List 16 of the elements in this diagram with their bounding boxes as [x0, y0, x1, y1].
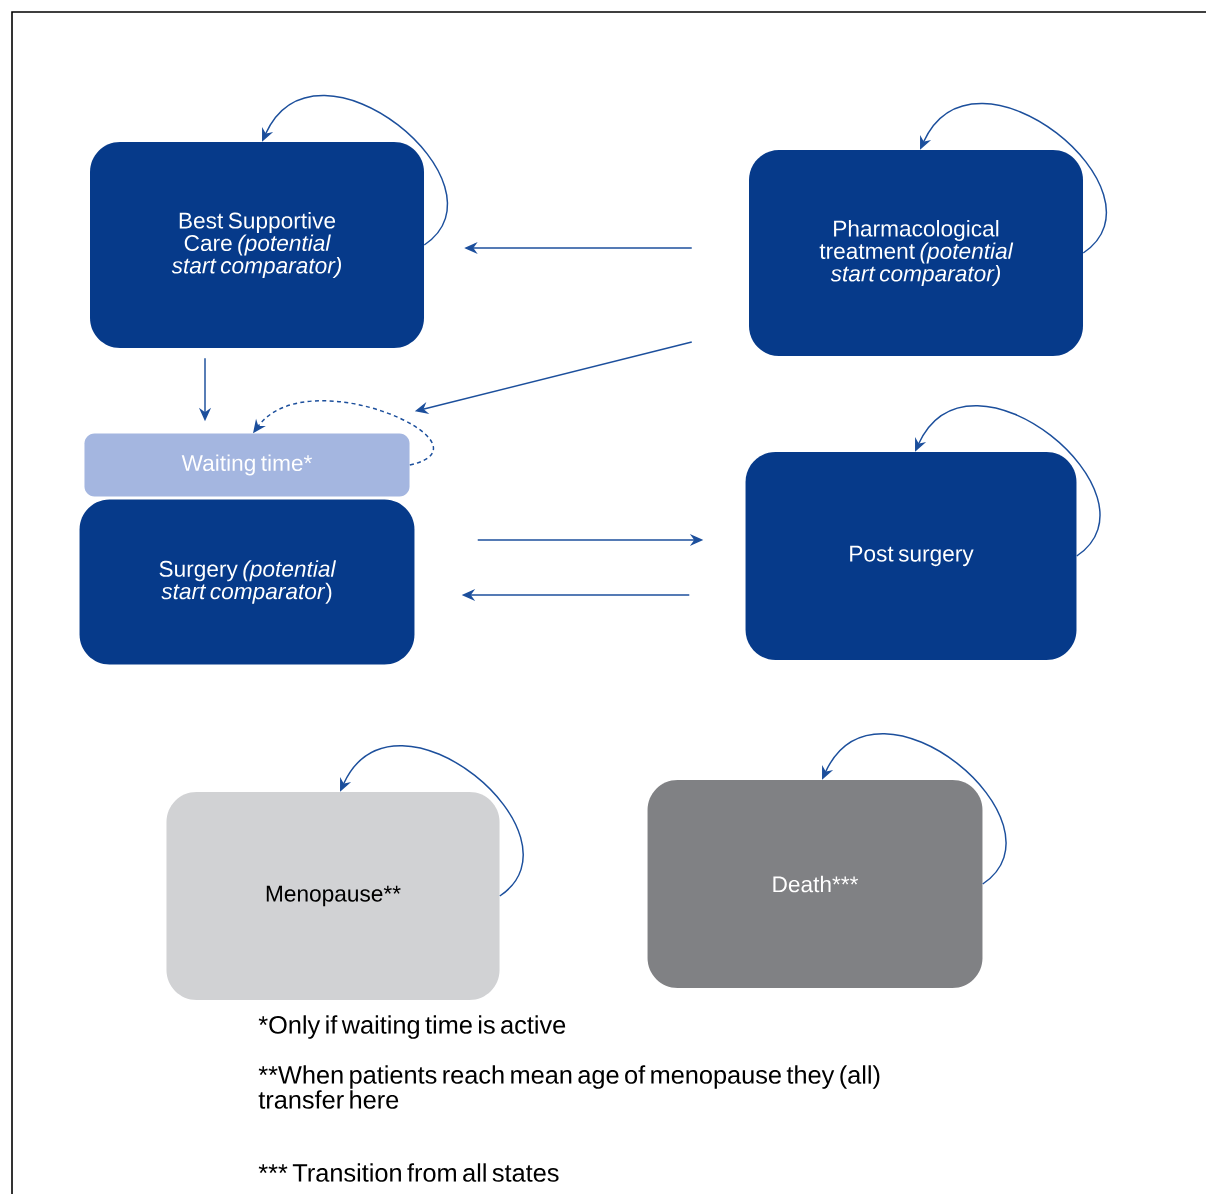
state-box: Menopause** — [166, 792, 500, 1000]
state-box: Pharmacological treatment (potential start comparator) — [749, 150, 1083, 356]
footnote: *** Transition from all states — [258, 1163, 559, 1182]
footnote: *Only if waiting time is active — [258, 1015, 566, 1039]
loop-arrow — [822, 733, 1007, 885]
state-box: Post surgery — [745, 452, 1077, 660]
state-box: Surgery (potential start comparator) — [79, 499, 415, 665]
loop-arrow — [253, 400, 435, 466]
loop-arrow — [915, 404, 1101, 557]
state-box: Death*** — [647, 780, 983, 988]
state-box: Best Supportive Care (potential start comparator) — [90, 142, 424, 348]
loop-arrow — [920, 102, 1107, 254]
footnote: **When patients reach mean age of menopause they (all) transfer here — [258, 1065, 880, 1109]
loop-arrow — [262, 94, 449, 246]
waiting-box: Waiting time* — [84, 433, 410, 497]
loop-arrow — [340, 745, 524, 897]
